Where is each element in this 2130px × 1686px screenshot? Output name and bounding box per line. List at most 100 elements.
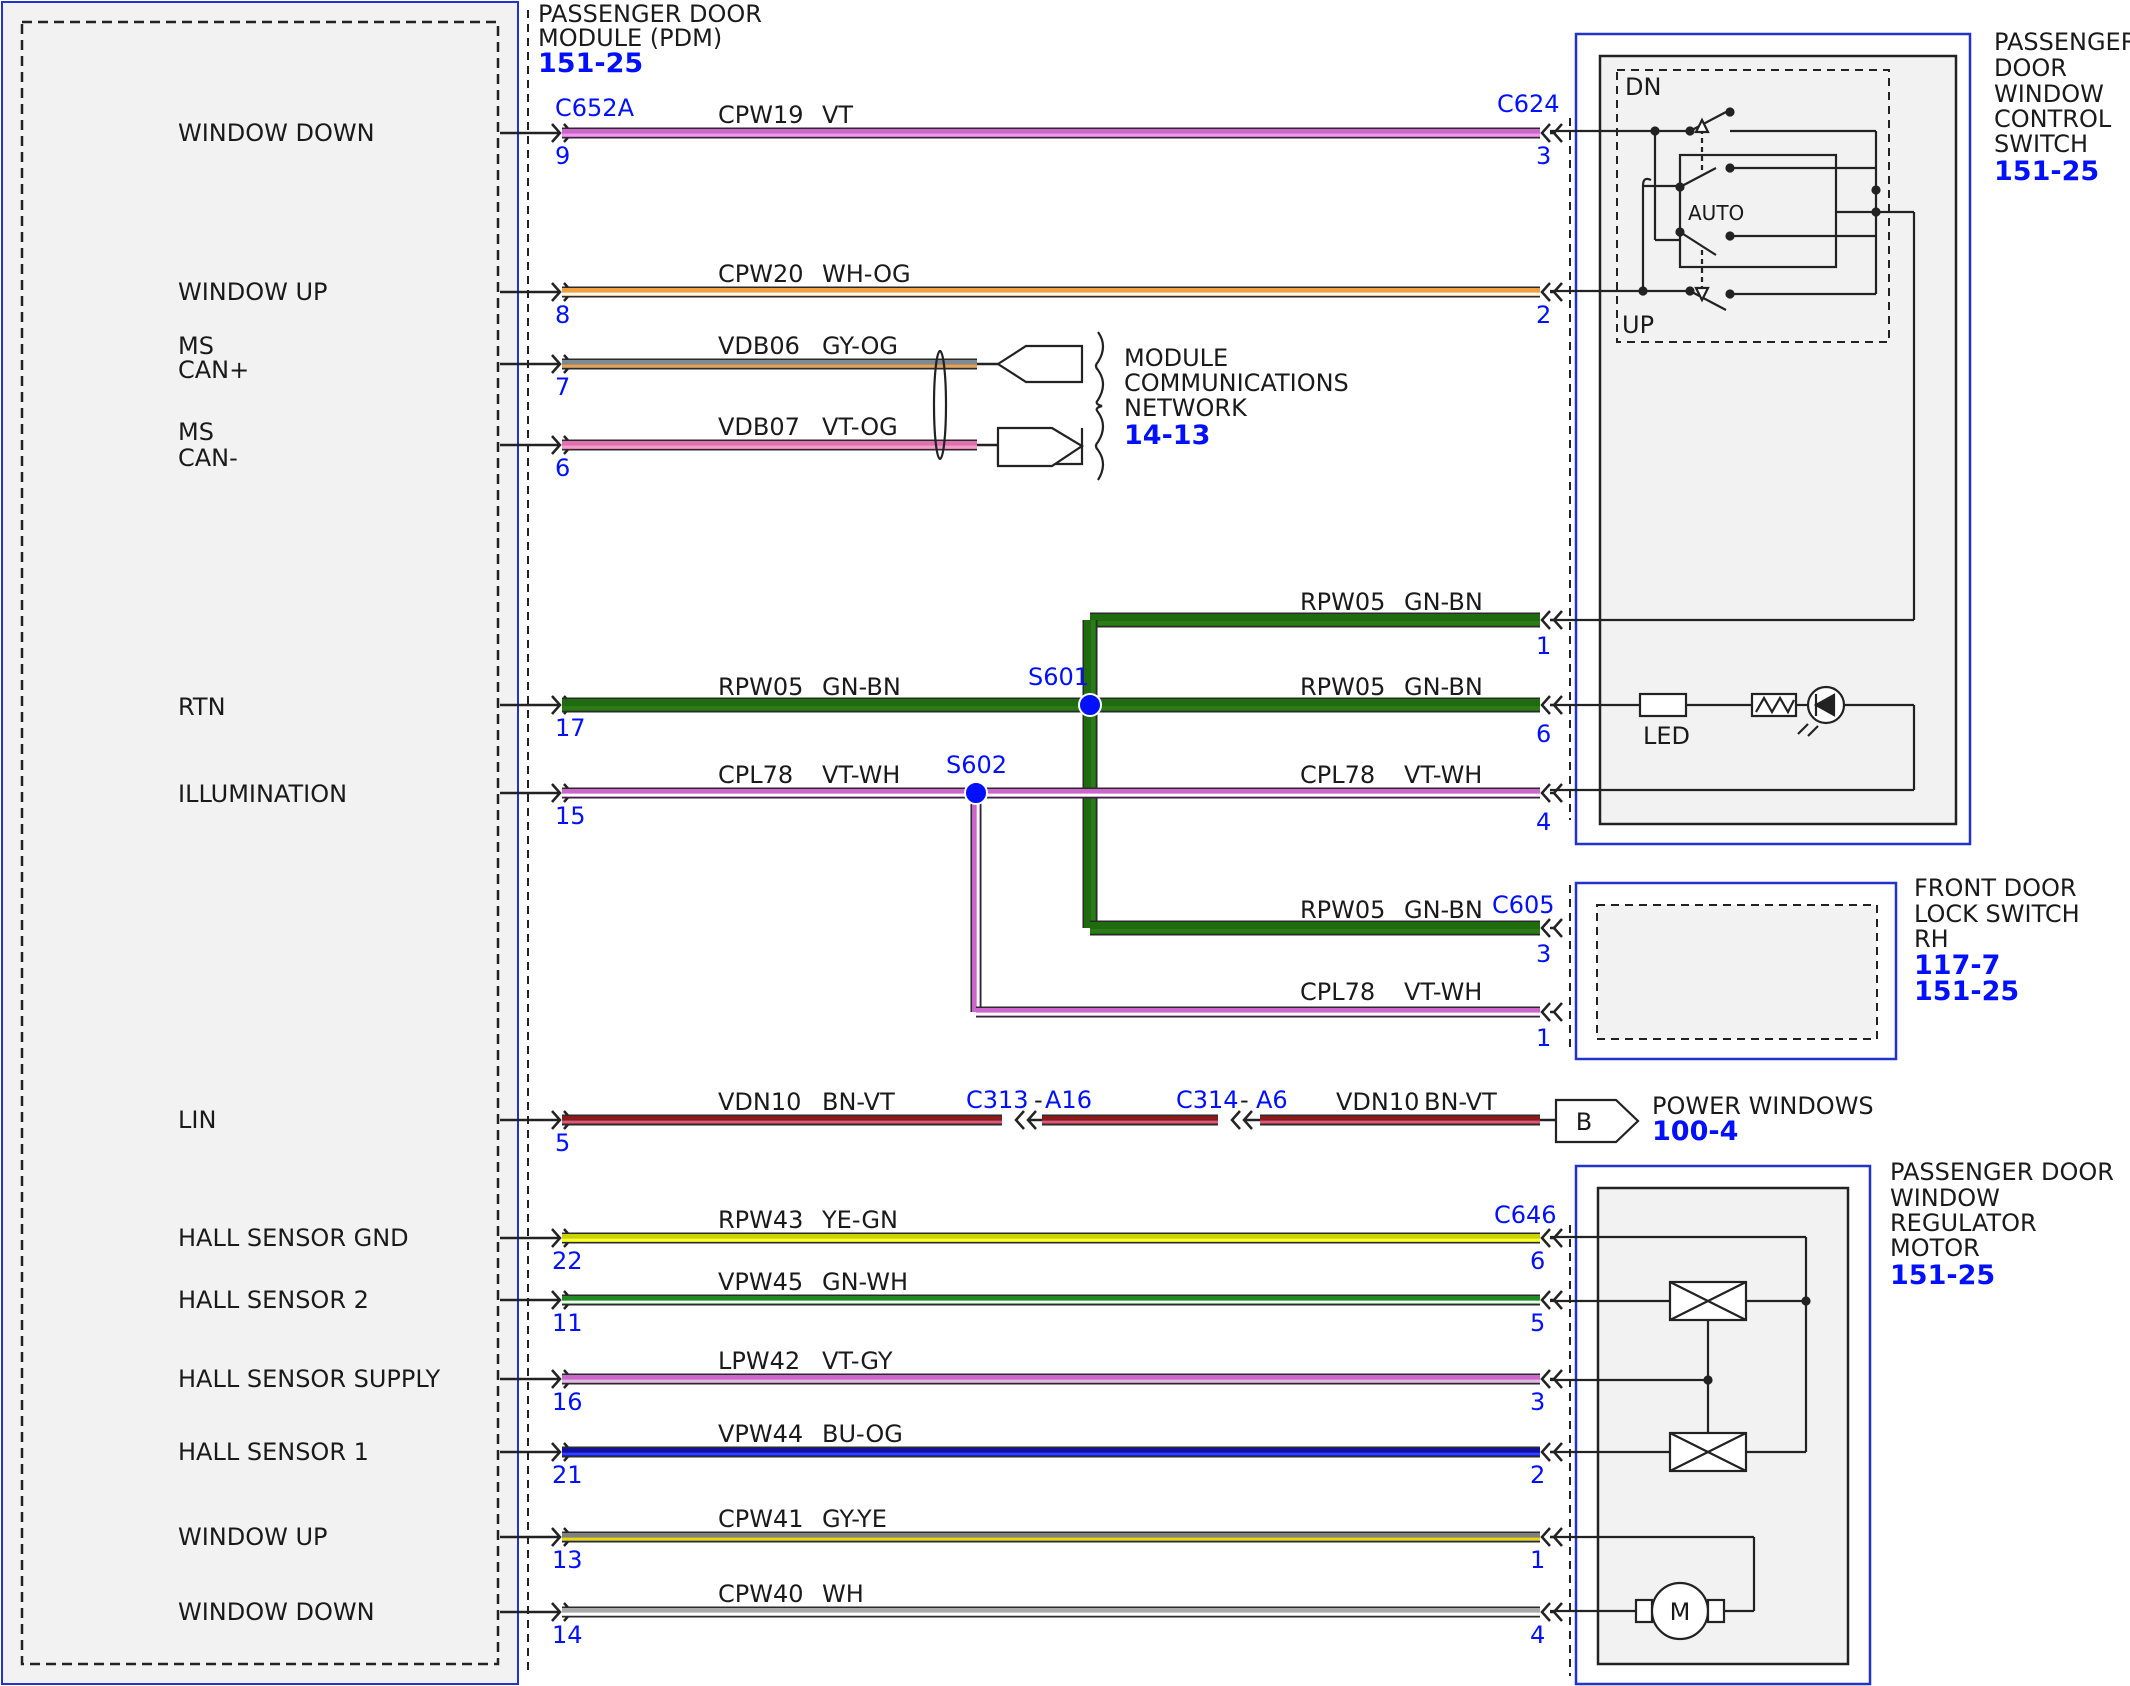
wire-vdn10-mid <box>1042 1114 1218 1126</box>
front-door-lock-switch: FRONT DOOR LOCK SWITCH RH 117-7 151-25 C… <box>1492 874 2080 1061</box>
arrow-head <box>551 1369 562 1389</box>
arrow-head <box>551 1228 562 1248</box>
mcn-title-line1: MODULE <box>1124 344 1228 372</box>
pin-label: MS <box>178 418 214 446</box>
pin-label: ILLUMINATION <box>178 780 347 808</box>
arrow-head <box>1540 1290 1551 1310</box>
wire-color-label: GY-YE <box>822 1505 887 1533</box>
arrow-head <box>551 1602 562 1622</box>
switch-title-line4: CONTROL <box>1994 105 2112 133</box>
wire-vpw44 <box>562 1446 1540 1458</box>
can-plus-connector <box>995 344 1084 384</box>
wire-vpw45 <box>562 1294 1540 1306</box>
lock-inner-dashed <box>1596 904 1878 1040</box>
motor-title-line1: PASSENGER DOOR <box>1890 1158 2114 1186</box>
wire-cpl78-vertical <box>970 793 982 1012</box>
branch-circuit: RPW05 <box>1300 896 1385 924</box>
connector-right-arrow <box>1540 1002 1563 1022</box>
motor-title-line2: WINDOW <box>1890 1184 2000 1212</box>
wire-circuit-label: CPW41 <box>718 1505 804 1533</box>
splice-s602-label: S602 <box>946 751 1007 779</box>
pin-label: WINDOW UP <box>178 278 328 306</box>
wire-lpw42 <box>562 1373 1540 1385</box>
branch-color: GN-BN <box>1404 588 1483 616</box>
wire-color-label: GY-OG <box>822 332 898 360</box>
pin-left-number: 6 <box>555 454 570 482</box>
pin-right-number: 1 <box>1530 1546 1545 1574</box>
branch-color: VT-WH <box>1404 978 1482 1006</box>
mcn-title-line3: NETWORK <box>1124 394 1248 422</box>
switch-up-label: UP <box>1622 311 1654 339</box>
branch-circuit: CPL78 <box>1300 761 1375 789</box>
wire-rpw05-top <box>1090 612 1540 628</box>
pin-right-number: 5 <box>1530 1309 1545 1337</box>
wire-vdn10-right <box>1260 1114 1540 1126</box>
wire-color-label: VT-OG <box>822 413 898 441</box>
pin-label: WINDOW DOWN <box>178 1598 375 1626</box>
power-windows-badge-label: B <box>1576 1108 1592 1136</box>
pin-left-number: 22 <box>552 1247 583 1275</box>
wire-color-label: WH-OG <box>822 260 911 288</box>
arrow-head <box>1552 1002 1563 1022</box>
pdm-inner-dashed <box>20 20 500 1666</box>
wire-cpl78-main <box>562 787 1540 799</box>
switch-title-line5: SWITCH <box>1994 130 2088 158</box>
arrow-head <box>1552 918 1563 938</box>
wire-circuit-label: VPW44 <box>718 1420 803 1448</box>
arrow-head <box>1540 282 1551 302</box>
arrow-head <box>551 282 562 302</box>
pin-label: WINDOW DOWN <box>178 119 375 147</box>
arrow-head <box>1540 1228 1551 1248</box>
wire-circuit-label: LPW42 <box>718 1347 800 1375</box>
pdm-connector-id: C652A <box>555 94 635 122</box>
wire-circuit-label: VDB07 <box>718 413 800 441</box>
motor-ref: 151-25 <box>1890 1260 1995 1291</box>
pin-left-number: 5 <box>555 1129 570 1157</box>
pdm-ref: 151-25 <box>538 48 643 79</box>
pin-label: CAN- <box>178 444 238 472</box>
switch-auto-label: AUTO <box>1688 201 1744 225</box>
lock-ref-2: 151-25 <box>1914 976 2019 1007</box>
pin-left-number: 21 <box>552 1461 583 1489</box>
wire-circuit-label: CPW19 <box>718 101 804 129</box>
branch-circuit: VDN10 <box>1336 1088 1419 1116</box>
switch-dashed-box <box>1616 69 1890 343</box>
arrow-head <box>1552 783 1563 803</box>
switch-dn-label: DN <box>1625 73 1661 101</box>
pin-label: HALL SENSOR 1 <box>178 1438 369 1466</box>
can-minus-connector <box>996 426 1085 468</box>
arrow-head <box>551 1442 562 1462</box>
wire-circuit-label: VPW45 <box>718 1268 803 1296</box>
power-windows-ref-code: 100-4 <box>1652 1116 1738 1147</box>
pin-left-number: 17 <box>555 714 586 742</box>
pin-label: HALL SENSOR 2 <box>178 1286 369 1314</box>
pin-label: LIN <box>178 1106 216 1134</box>
wire-color-label: VT <box>822 101 853 129</box>
arrow-head <box>1230 1110 1241 1130</box>
branch-color: BN-VT <box>1424 1088 1497 1116</box>
network-brace <box>1094 331 1105 481</box>
wire-circuit-label: VDN10 <box>718 1088 801 1116</box>
connector-right-arrow <box>1014 1110 1042 1130</box>
arrow-head <box>551 783 562 803</box>
switch-ref: 151-25 <box>1994 156 2099 187</box>
arrow-head <box>1540 1527 1551 1547</box>
wire-vdb07 <box>562 439 977 451</box>
pin-right-number: 6 <box>1536 720 1551 748</box>
arrow-head <box>1540 1369 1551 1389</box>
motor-inner-box <box>1596 1186 1850 1666</box>
pdm-module-box <box>1 1 519 1685</box>
wire-circuit-label: VDB06 <box>718 332 800 360</box>
inline-a16: A16 <box>1045 1086 1092 1114</box>
wire-rpw05-vertical <box>1082 620 1098 928</box>
lock-connector-id: C605 <box>1492 891 1555 919</box>
pin-right-number: 1 <box>1536 1024 1551 1052</box>
splice-s601-label: S601 <box>1028 663 1089 691</box>
arrow-head <box>551 695 562 715</box>
arrow-head <box>551 123 562 143</box>
switch-led-label: LED <box>1643 722 1690 750</box>
arrow-head <box>1540 1602 1551 1622</box>
